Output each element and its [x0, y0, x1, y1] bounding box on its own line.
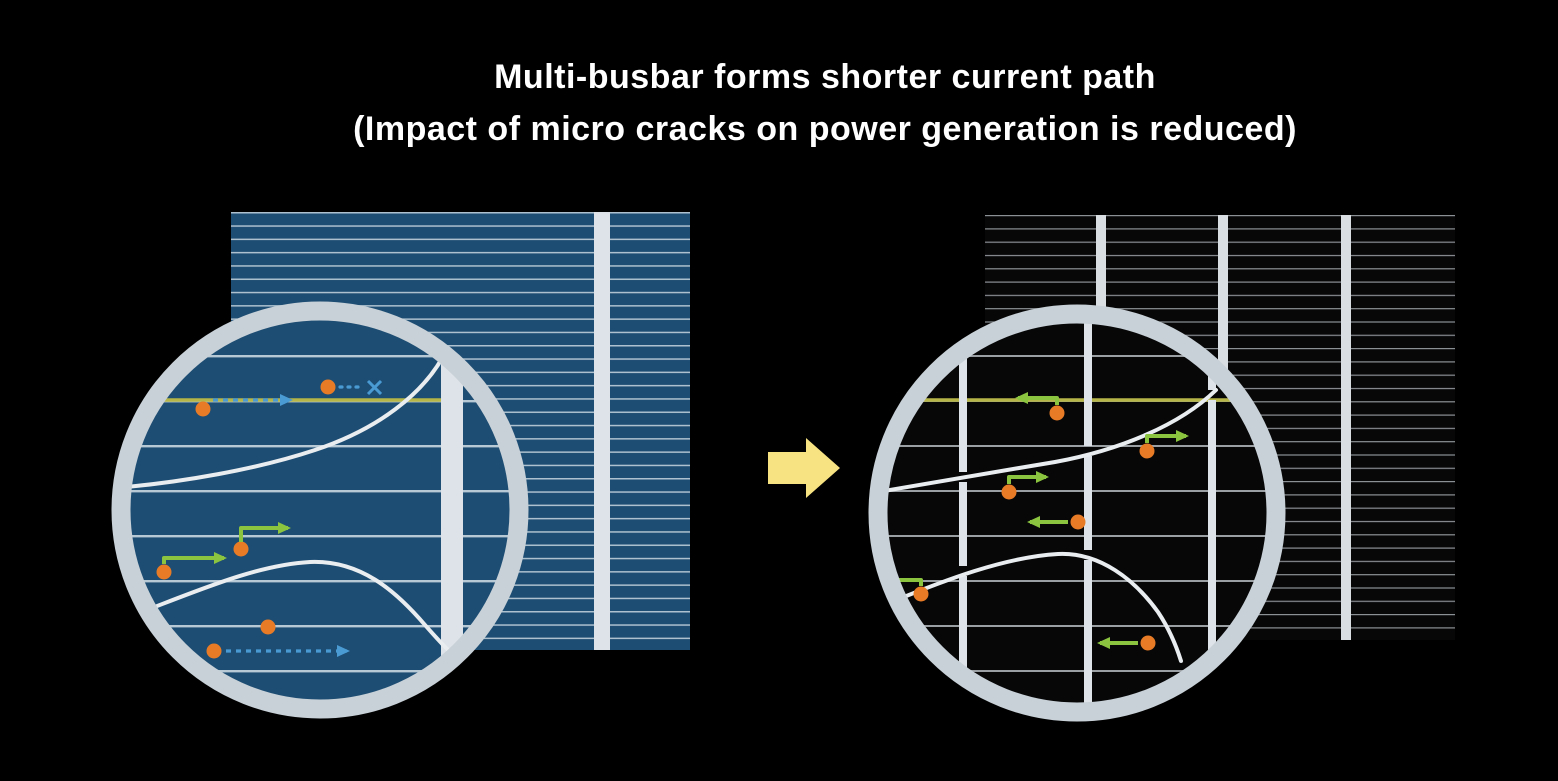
short-current-path — [1145, 430, 1189, 443]
electron-dot — [1049, 405, 1065, 421]
title-line-1: Multi-busbar forms shorter current path — [494, 58, 1156, 96]
blocked-x-icon — [366, 379, 383, 396]
busbar — [594, 212, 610, 650]
magnifier-ring — [111, 301, 529, 719]
micro-crack-line — [130, 347, 449, 489]
electron-dot — [1070, 514, 1086, 530]
busbar — [1341, 215, 1351, 640]
title: Multi-busbar forms shorter current path … — [46, 52, 1558, 155]
micro-crack-line — [130, 559, 466, 666]
short-current-path — [1015, 392, 1059, 405]
right-magnifier — [868, 304, 1286, 722]
right-magnifier-view — [887, 323, 1267, 703]
electron-dot — [1140, 635, 1156, 651]
electron-dot — [1001, 484, 1017, 500]
electron-dot — [156, 564, 172, 580]
short-current-path — [1007, 471, 1049, 484]
electron-dot — [1139, 443, 1155, 459]
right-arrow-icon — [768, 438, 840, 498]
electron-dot — [233, 541, 249, 557]
busbar-zoom — [441, 320, 463, 700]
magnifier-ring — [868, 304, 1286, 722]
finger-lines-zoom — [887, 323, 1267, 703]
left-magnifier-view — [130, 320, 510, 700]
electron-dot — [320, 379, 336, 395]
electron-dot — [206, 643, 222, 659]
electron-dot — [195, 401, 211, 417]
short-current-path — [162, 552, 227, 564]
micro-crack-line — [887, 388, 1218, 493]
electron-dot — [913, 586, 929, 602]
micro-crack-line — [887, 551, 1183, 663]
left-magnifier — [111, 301, 529, 719]
electron-dot — [260, 619, 276, 635]
title-line-2: (Impact of micro cracks on power generat… — [353, 109, 1297, 148]
short-current-path — [239, 522, 291, 542]
